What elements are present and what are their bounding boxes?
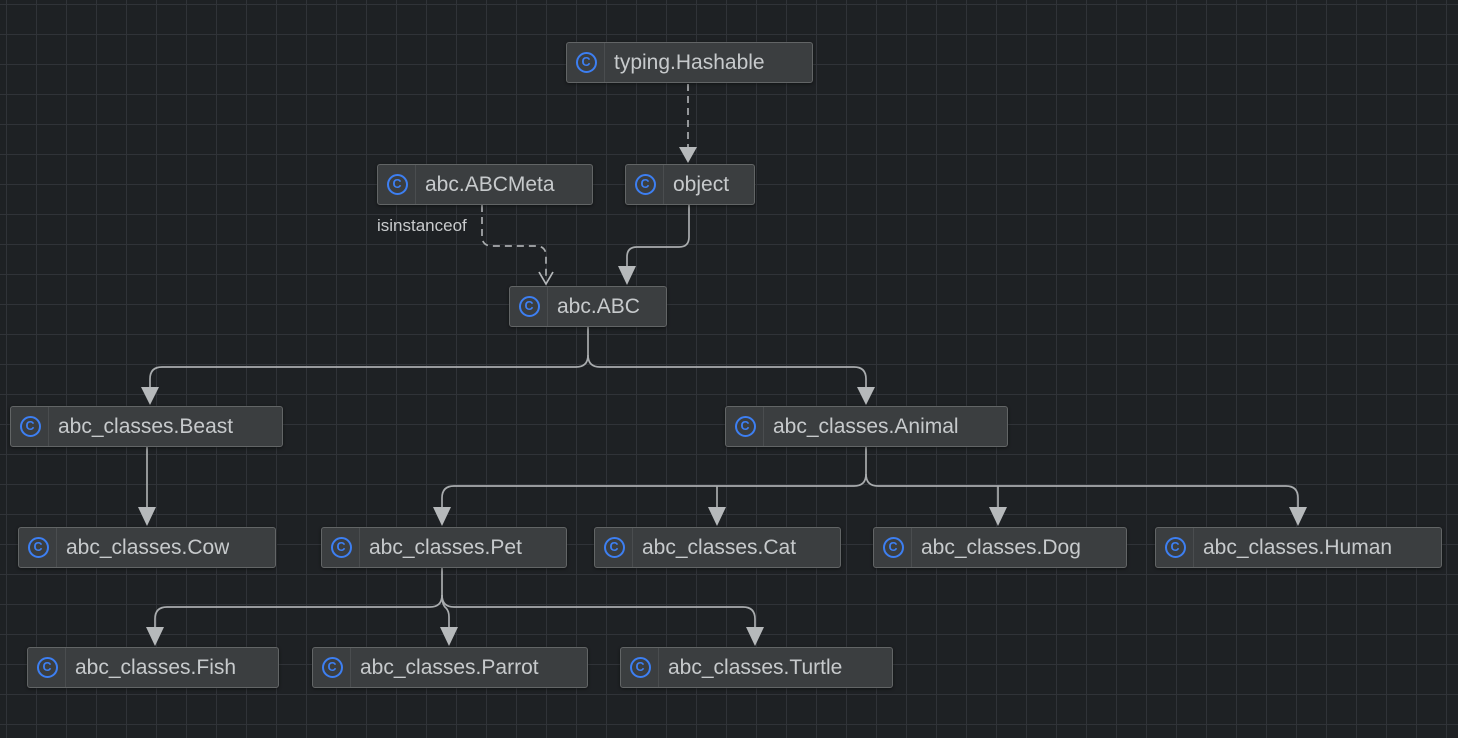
class-node-label: abc_classes.Parrot	[360, 655, 539, 679]
class-icon: C	[27, 537, 49, 559]
class-node-label: abc_classes.Cow	[66, 535, 230, 559]
icon-divider	[415, 165, 416, 204]
class-node-label: abc_classes.Turtle	[668, 655, 843, 679]
class-node-label: abc.ABC	[557, 294, 640, 318]
class-icon: C	[603, 537, 625, 559]
class-icon: C	[629, 657, 651, 679]
class-node-dog[interactable]: C abc_classes.Dog	[873, 527, 1127, 568]
class-node-label: typing.Hashable	[614, 50, 765, 74]
icon-divider	[1193, 528, 1194, 567]
edge-pet-children	[146, 568, 764, 646]
class-node-cat[interactable]: C abc_classes.Cat	[594, 527, 841, 568]
class-node-label: abc.ABCMeta	[425, 172, 555, 196]
icon-divider	[604, 43, 605, 82]
class-icon: C	[734, 416, 756, 438]
class-node-beast[interactable]: C abc_classes.Beast	[10, 406, 283, 447]
class-node-human[interactable]: C abc_classes.Human	[1155, 527, 1442, 568]
class-node-label: abc_classes.Cat	[642, 535, 797, 559]
class-node-label: abc_classes.Pet	[369, 535, 522, 559]
edge-animal-children	[433, 447, 1307, 526]
class-icon: C	[36, 657, 58, 679]
edge-hashable-object	[679, 84, 697, 163]
class-icon: C	[19, 416, 41, 438]
class-icon: C	[882, 537, 904, 559]
edge-abcmeta-abc	[481, 205, 554, 286]
icon-divider	[359, 528, 360, 567]
class-node-label: abc_classes.Dog	[921, 535, 1081, 559]
class-node-label: abc_classes.Animal	[773, 414, 959, 438]
edge-label-isinstanceof: isinstanceof	[377, 216, 467, 235]
icon-divider	[56, 528, 57, 567]
class-node-label: abc_classes.Human	[1203, 535, 1393, 559]
class-icon: C	[386, 174, 408, 196]
icon-divider	[658, 648, 659, 687]
class-node-cow[interactable]: C abc_classes.Cow	[18, 527, 276, 568]
class-icon: C	[518, 296, 540, 318]
class-node-parrot[interactable]: C abc_classes.Parrot	[312, 647, 588, 688]
edge-abc-beast-animal	[141, 327, 875, 405]
icon-divider	[632, 528, 633, 567]
class-icon: C	[575, 52, 597, 74]
class-node-label: object	[673, 172, 730, 196]
edge-object-abc	[618, 205, 690, 285]
class-icon: C	[321, 657, 343, 679]
class-node-abc-abc[interactable]: C abc.ABC	[509, 286, 667, 327]
icon-divider	[48, 407, 49, 446]
edge-beast-cow	[138, 447, 156, 526]
class-icon: C	[634, 174, 656, 196]
class-icon: C	[1164, 537, 1186, 559]
class-node-typing-hashable[interactable]: C typing.Hashable	[566, 42, 813, 83]
class-node-object[interactable]: C object	[625, 164, 755, 205]
class-node-pet[interactable]: C abc_classes.Pet	[321, 527, 567, 568]
icon-divider	[911, 528, 912, 567]
class-node-label: abc_classes.Beast	[58, 414, 234, 438]
icon-divider	[763, 407, 764, 446]
icon-divider	[547, 287, 548, 326]
class-node-abc-abcmeta[interactable]: C abc.ABCMeta	[377, 164, 593, 205]
icon-divider	[663, 165, 664, 204]
class-node-animal[interactable]: C abc_classes.Animal	[725, 406, 1008, 447]
icon-divider	[65, 648, 66, 687]
class-node-fish[interactable]: C abc_classes.Fish	[27, 647, 279, 688]
class-node-turtle[interactable]: C abc_classes.Turtle	[620, 647, 893, 688]
icon-divider	[350, 648, 351, 687]
class-icon: C	[330, 537, 352, 559]
class-node-label: abc_classes.Fish	[75, 655, 237, 679]
